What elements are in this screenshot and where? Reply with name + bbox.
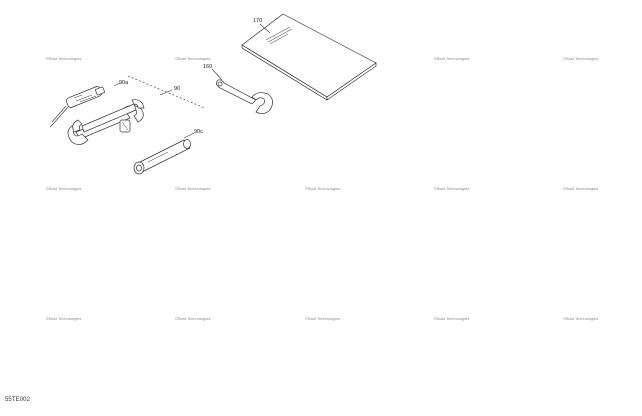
part-tool-kit-group: 90 90a	[49, 75, 205, 175]
watermark: ©Bost Technologies	[175, 316, 210, 321]
watermark: ©Bost Technologies	[305, 186, 340, 191]
watermark: ©Bost Technologies	[175, 56, 210, 61]
part-spanner-wrench: 160	[203, 64, 273, 114]
watermark: ©Bost Technologies	[46, 186, 81, 191]
watermark: ©Bost Technologies	[434, 186, 469, 191]
watermark: ©Bost Technologies	[46, 56, 81, 61]
watermark: ©Bost Technologies	[305, 316, 340, 321]
watermark: ©Bost Technologies	[563, 316, 598, 321]
callout-160: 160	[203, 64, 212, 70]
watermark: ©Bost Technologies	[563, 56, 598, 61]
watermark: ©Bost Technologies	[434, 56, 469, 61]
part-manual-book: 170	[241, 13, 377, 101]
callout-170: 170	[253, 18, 262, 24]
watermark: ©Bost Technologies	[563, 186, 598, 191]
watermark: ©Bost Technologies	[434, 316, 469, 321]
watermark: ©Bost Technologies	[175, 186, 210, 191]
watermark: ©Bost Technologies	[46, 316, 81, 321]
figure-code: 55TE002	[5, 397, 31, 403]
part-socket-tube: 90c	[133, 129, 203, 175]
callout-90a: 90a	[119, 80, 129, 86]
callout-90: 90	[174, 86, 180, 92]
part-wrench-set	[67, 99, 145, 145]
callout-90c: 90c	[194, 129, 203, 135]
part-screwdriver: 90a	[49, 80, 129, 128]
